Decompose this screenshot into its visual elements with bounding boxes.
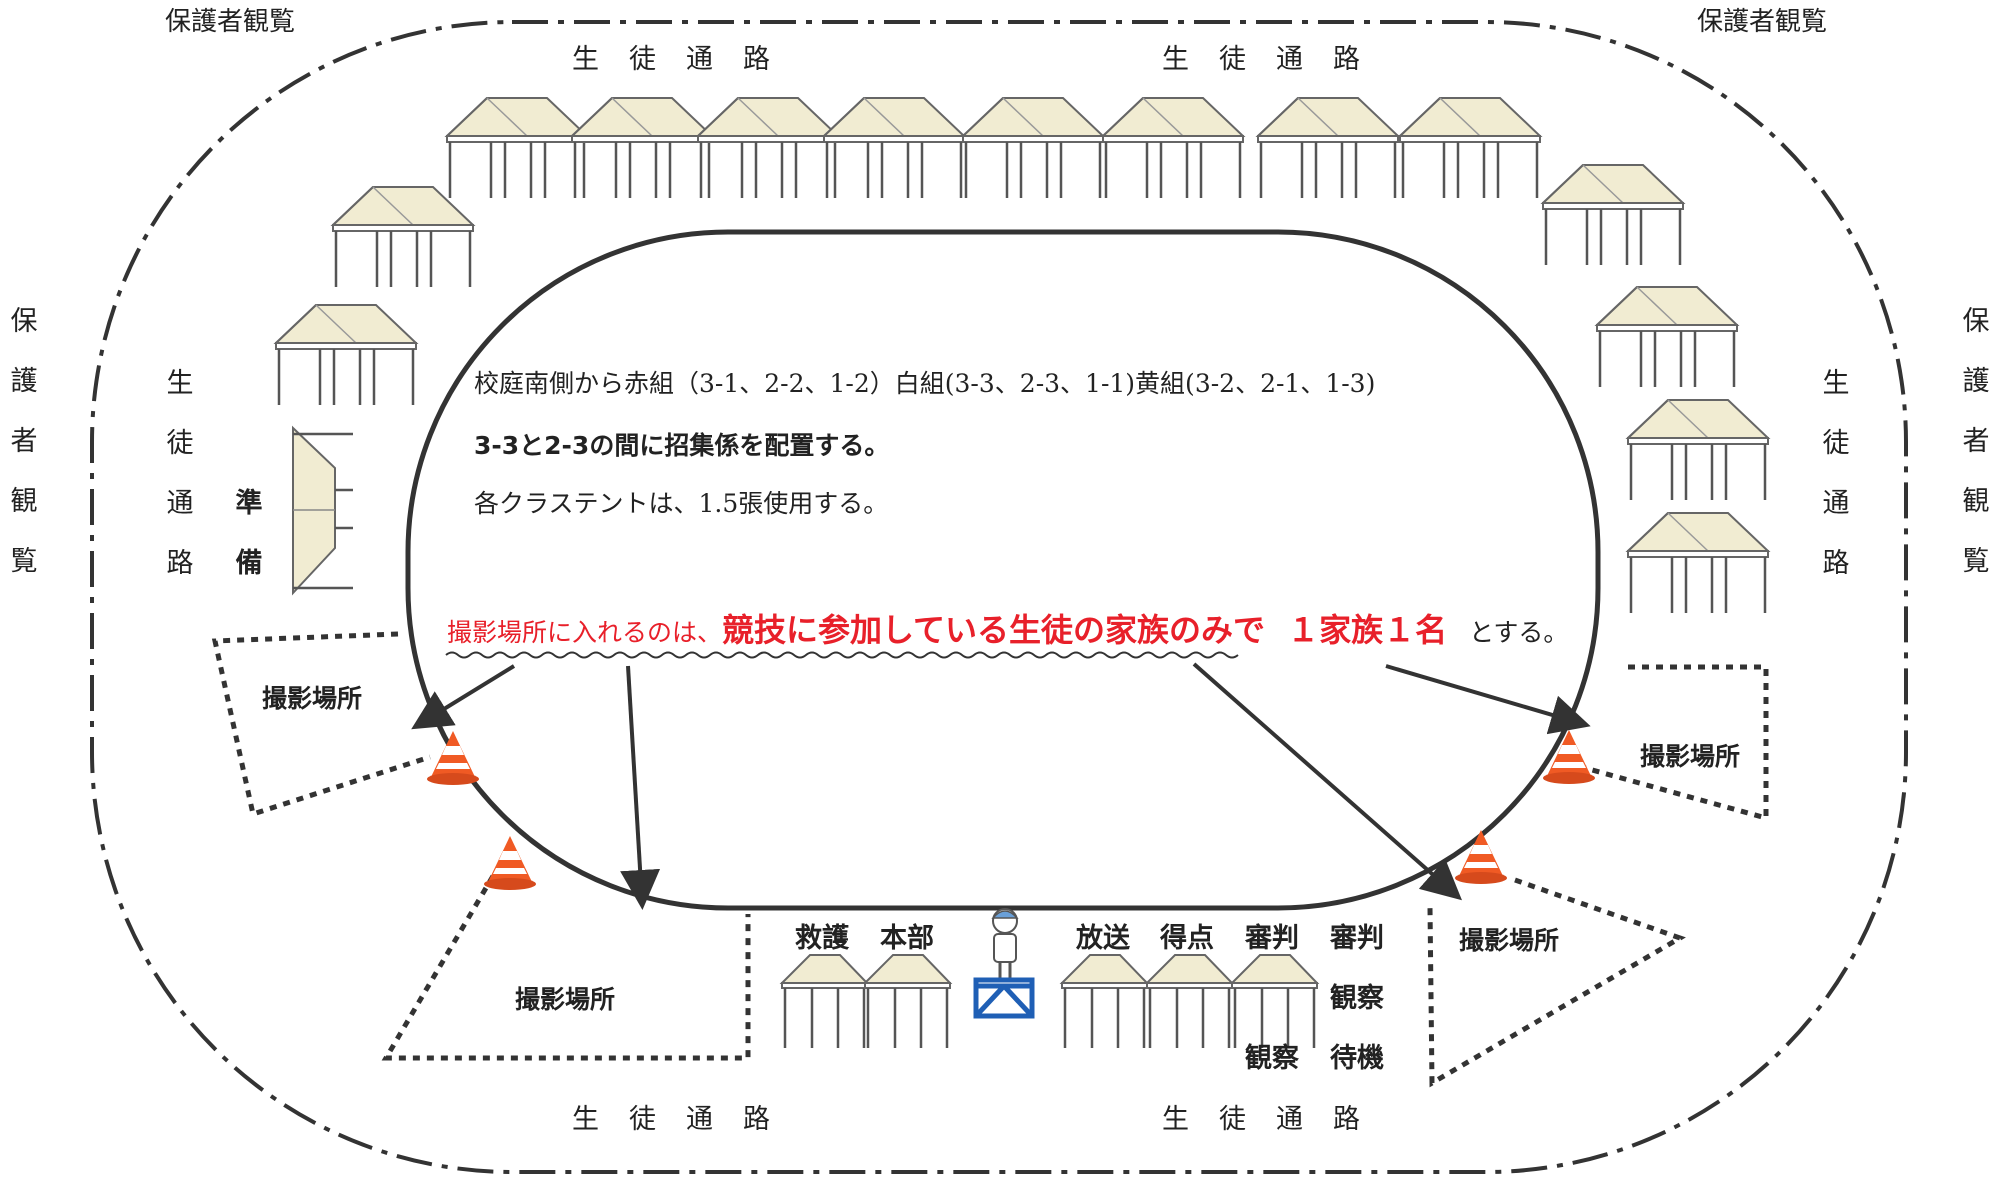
note-team-order: 校庭南側から赤組（3-1、2-2、1-2）白組(3-3、2-3、1-1)黄組(3… (474, 369, 1376, 398)
announcer-figure (991, 908, 1019, 978)
prep-tent (292, 425, 353, 596)
student-route-right: 生徒通路 (1822, 368, 1850, 579)
photo-area-label-left-lower: 撮影場所 (515, 985, 616, 1014)
arrow (411, 664, 516, 730)
photo-rule-warning: 撮影場所に入れるのは、競技に参加している生徒の家族のみで １家族１名とする。 (447, 614, 1568, 646)
staff-judge: 審判 (1245, 923, 1299, 954)
arrow (620, 665, 661, 910)
warning-part2: 競技に参加している生徒の家族のみで (722, 611, 1266, 649)
student-route-top-right: 生徒通路 (1162, 44, 1390, 75)
note-caller-position: 3-3と2-3の間に招集係を配置する。 (474, 431, 890, 460)
photo-area-right-lower (1427, 877, 1686, 1088)
podium (973, 977, 1035, 1019)
parent-viewing-left: 保護者観覧 (10, 306, 38, 577)
staff-observe-2: 観察 (1245, 1043, 1299, 1074)
photo-area-label-right-upper: 撮影場所 (1640, 742, 1741, 771)
cone-icon (484, 836, 536, 890)
arrow (1192, 662, 1463, 901)
student-route-bottom-left: 生徒通路 (572, 1104, 800, 1135)
warning-part4: とする。 (1469, 618, 1569, 647)
photo-area-label-right-lower: 撮影場所 (1459, 926, 1560, 955)
parent-viewing-top-left: 保護者観覧 (165, 7, 296, 37)
student-route-left: 生徒通路 (166, 368, 194, 579)
arrow (1385, 664, 1591, 735)
photo-area-right-upper (1584, 664, 1769, 822)
warning-underline (445, 651, 1239, 659)
outer-boundary (90, 20, 1908, 1174)
staff-score: 得点 (1160, 923, 1214, 954)
staff-hq: 本部 (880, 923, 934, 954)
warning-part1: 撮影場所に入れるのは、 (447, 618, 723, 647)
warning-part3: １家族１名 (1287, 611, 1448, 649)
cone-icon (427, 731, 479, 785)
staff-observe: 観察 (1330, 983, 1384, 1014)
photo-area-left-upper (211, 631, 431, 818)
staff-broadcast: 放送 (1076, 923, 1130, 954)
staff-rescue: 救護 (795, 923, 849, 954)
inner-track (405, 229, 1601, 911)
photo-area-label-left-upper: 撮影場所 (262, 684, 363, 713)
staff-judge-2: 審判 (1330, 923, 1384, 954)
note-tent-usage: 各クラステントは、1.5張使用する。 (474, 489, 889, 518)
photo-area-left-lower (381, 874, 751, 1061)
parent-viewing-right: 保護者観覧 (1962, 306, 1990, 577)
parent-viewing-top-right: 保護者観覧 (1697, 7, 1828, 37)
student-route-top-left: 生徒通路 (572, 44, 800, 75)
staff-wait: 待機 (1330, 1043, 1384, 1074)
student-route-bottom-right: 生徒通路 (1162, 1104, 1390, 1135)
prep-label: 準備 (235, 488, 263, 579)
cone-icon (1455, 830, 1507, 884)
